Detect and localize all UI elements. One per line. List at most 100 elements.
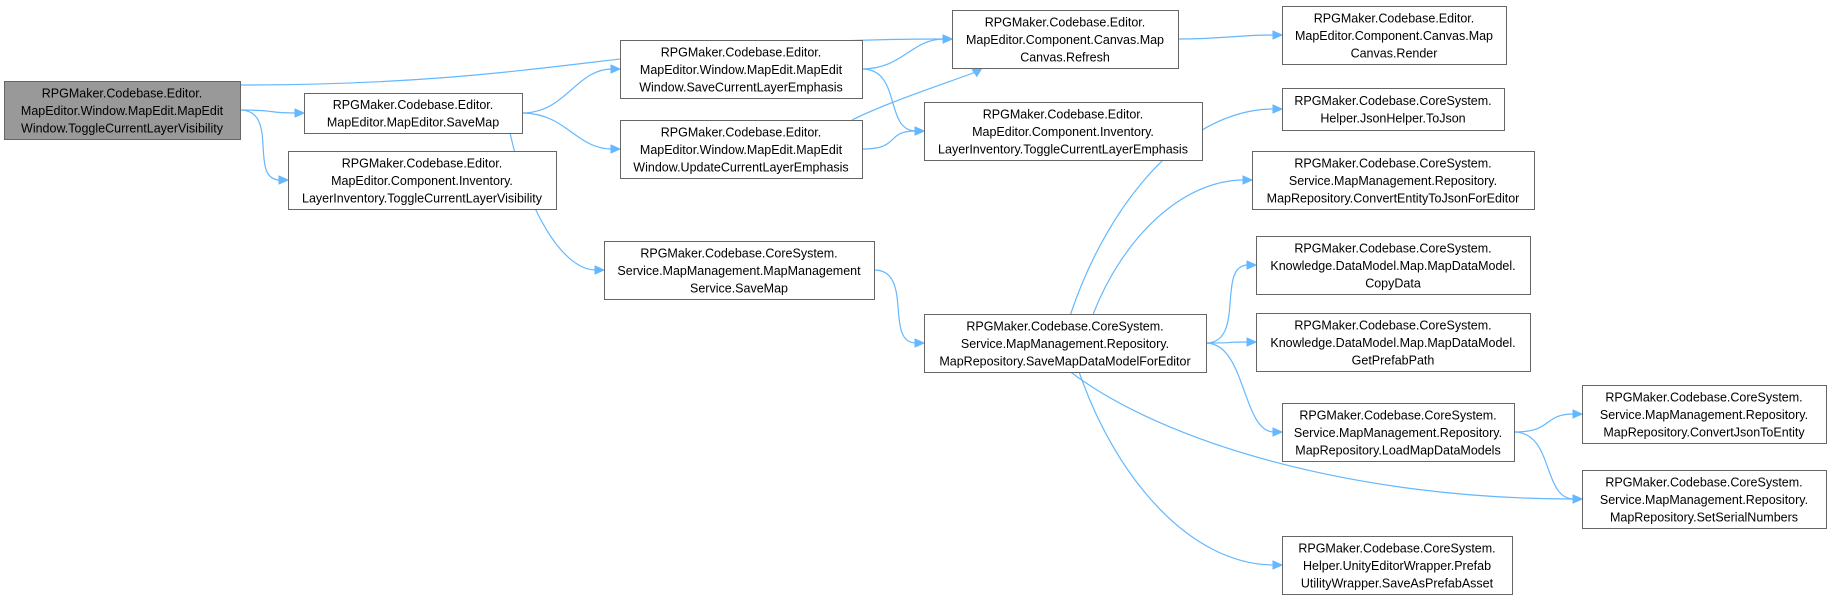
edge-n_save_emph-to-n_layerinv_emph <box>861 68 917 132</box>
graph-node[interactable]: RPGMaker.Codebase.Editor.MapEditor.Windo… <box>4 81 241 140</box>
edge-n_save_mdm-to-n_saveprefab <box>1078 371 1275 566</box>
node-layer: RPGMaker.Codebase.Editor. MapEditor.Windo… <box>4 6 1827 595</box>
edge-n_toggle_vis-to-n_savemap <box>239 109 297 114</box>
edge-n_save_mdm-to-n_prefabpath <box>1205 341 1249 344</box>
node-box <box>1582 470 1827 529</box>
arrowhead <box>914 126 926 136</box>
node-label-line: Canvas.Refresh <box>1020 50 1110 64</box>
node-label-line: RPGMaker.Codebase.Editor. <box>333 98 494 112</box>
node-label-line: RPGMaker.Codebase.Editor. <box>1314 11 1475 25</box>
node-label-line: MapRepository.ConvertJsonToEntity <box>1603 425 1805 439</box>
node-label-line: Knowledge.DataModel.Map.MapDataModel. <box>1270 336 1515 350</box>
graph-node[interactable]: RPGMaker.Codebase.CoreSystem.Helper.Unit… <box>1282 536 1513 595</box>
edge-n_savemap-to-n_update_emph <box>521 112 613 150</box>
graph-node[interactable]: RPGMaker.Codebase.Editor.MapEditor.Compo… <box>924 102 1203 161</box>
graph-node[interactable]: RPGMaker.Codebase.CoreSystem. Service.Map… <box>604 241 875 300</box>
arrowhead <box>294 108 306 118</box>
node-box <box>288 151 557 210</box>
node-label-line: Service.MapManagement.Repository. <box>1289 174 1497 188</box>
node-label-line: Window.SaveCurrentLayerEmphasis <box>639 80 843 94</box>
node-label-line: UtilityWrapper.SaveAsPrefabAsset <box>1301 576 1494 590</box>
arrowhead <box>610 64 622 74</box>
node-label-line: Service.MapManagement.MapManagement <box>617 264 861 278</box>
arrowhead <box>278 175 290 185</box>
node-label-line: RPGMaker.Codebase.Editor. <box>985 15 1146 29</box>
node-label-line: RPGMaker.Codebase.Editor. <box>661 45 822 59</box>
edge-n_mm_service-to-n_save_mdm <box>873 269 917 344</box>
node-label-line: RPGMaker.Codebase.CoreSystem. <box>640 246 837 260</box>
node-label-line: MapRepository.SaveMapDataModelForEditor <box>939 354 1190 368</box>
node-label-line: MapEditor.Component.Canvas.Map <box>1295 29 1493 43</box>
graph-node[interactable]: RPGMaker.Codebase.CoreSystem.Service.Map… <box>1282 403 1515 462</box>
node-label-line: MapRepository.SetSerialNumbers <box>1610 510 1798 524</box>
graph-node[interactable]: RPGMaker.Codebase.CoreSystem. Helper.Json… <box>1282 88 1505 131</box>
arrowhead <box>1272 104 1284 114</box>
node-label-line: RPGMaker.Codebase.CoreSystem. <box>1298 541 1495 555</box>
node-label-line: RPGMaker.Codebase.CoreSystem. <box>1605 390 1802 404</box>
node-label-line: MapEditor.Window.MapEdit.MapEdit <box>640 143 843 157</box>
node-label-line: RPGMaker.Codebase.CoreSystem. <box>1605 475 1802 489</box>
node-label-line: LayerInventory.ToggleCurrentLayerVisibil… <box>302 191 543 205</box>
node-box <box>952 10 1179 69</box>
node-label-line: RPGMaker.Codebase.Editor. <box>661 125 822 139</box>
graph-node[interactable]: RPGMaker.Codebase.CoreSystem.Knowledge.D… <box>1256 313 1531 372</box>
node-label-line: RPGMaker.Codebase.CoreSystem. <box>1294 94 1491 108</box>
graph-node[interactable]: RPGMaker.Codebase.CoreSystem.Service.Map… <box>1582 385 1827 444</box>
arrowhead <box>1242 175 1254 185</box>
node-label-line: Service.MapManagement.Repository. <box>1600 493 1808 507</box>
graph-node[interactable]: RPGMaker.Codebase.Editor. MapEditor.Windo… <box>620 40 863 99</box>
arrowhead <box>1272 560 1284 570</box>
arrowhead <box>971 67 984 78</box>
arrowhead <box>1246 260 1258 270</box>
node-box <box>924 314 1207 373</box>
arrowhead <box>1272 427 1284 437</box>
edge-n_update_emph-to-n_layerinv_emph <box>861 130 917 150</box>
node-box <box>1282 6 1507 65</box>
arrowhead <box>1246 337 1258 347</box>
node-label-line: Window.UpdateCurrentLayerEmphasis <box>633 160 848 174</box>
graph-node[interactable]: RPGMaker.Codebase.CoreSystem. Service.Map… <box>1252 151 1535 210</box>
node-box <box>1582 385 1827 444</box>
node-label-line: RPGMaker.Codebase.CoreSystem. <box>966 319 1163 333</box>
arrowhead <box>1572 494 1584 504</box>
edge-n_save_mdm-to-n_loadmdm <box>1205 342 1275 433</box>
node-box <box>620 40 863 99</box>
node-label-line: Window.ToggleCurrentLayerVisibility <box>21 121 224 135</box>
node-box <box>4 81 241 140</box>
node-label-line: LayerInventory.ToggleCurrentLayerEmphasi… <box>938 142 1188 156</box>
edge-n_save_mdm-to-n_copydata <box>1205 264 1249 344</box>
node-label-line: Helper.JsonHelper.ToJson <box>1320 112 1465 126</box>
arrowhead <box>610 144 622 154</box>
graph-node[interactable]: RPGMaker.Codebase.CoreSystem. Service.Map… <box>1582 470 1827 529</box>
node-box <box>1256 313 1531 372</box>
arrowhead <box>1572 409 1584 419</box>
edge-n_save_mdm-to-n_tojson <box>1070 108 1275 315</box>
graph-node[interactable]: RPGMaker.Codebase.Editor.MapEditor.Compo… <box>288 151 557 210</box>
graph-node[interactable]: RPGMaker.Codebase.Editor. MapEditor.Compo… <box>1282 6 1507 65</box>
node-label-line: RPGMaker.Codebase.CoreSystem. <box>1299 408 1496 422</box>
node-box <box>304 93 523 134</box>
node-label-line: RPGMaker.Codebase.CoreSystem. <box>1294 241 1491 255</box>
arrowhead <box>594 265 606 275</box>
edge-n_loadmdm-to-n_serials <box>1513 431 1575 500</box>
node-label-line: MapEditor.Window.MapEdit.MapEdit <box>640 63 843 77</box>
node-label-line: CopyData <box>1365 276 1421 290</box>
edge-n_save_mdm-to-n_serials <box>1070 371 1575 500</box>
graph-node[interactable]: RPGMaker.Codebase.CoreSystem.Service.Map… <box>924 314 1207 373</box>
graph-node[interactable]: RPGMaker.Codebase.Editor. MapEditor.Compo… <box>952 10 1179 69</box>
arrowhead <box>914 338 926 348</box>
node-label-line: GetPrefabPath <box>1352 353 1435 367</box>
graph-node[interactable]: RPGMaker.Codebase.CoreSystem.Knowledge.D… <box>1256 236 1531 295</box>
node-label-line: MapEditor.Component.Canvas.Map <box>966 33 1164 47</box>
node-label-line: RPGMaker.Codebase.CoreSystem. <box>1294 156 1491 170</box>
arrowhead <box>1272 30 1284 40</box>
node-box <box>1252 151 1535 210</box>
edge-n_savemap-to-n_save_emph <box>521 68 613 114</box>
node-box <box>604 241 875 300</box>
graph-node[interactable]: RPGMaker.Codebase.Editor. MapEditor.Windo… <box>620 120 863 179</box>
node-box <box>620 120 863 179</box>
graph-node[interactable]: RPGMaker.Codebase.Editor.MapEditor.MapEd… <box>304 93 523 134</box>
edge-layer <box>239 30 1584 570</box>
node-label-line: MapRepository.LoadMapDataModels <box>1295 443 1500 457</box>
